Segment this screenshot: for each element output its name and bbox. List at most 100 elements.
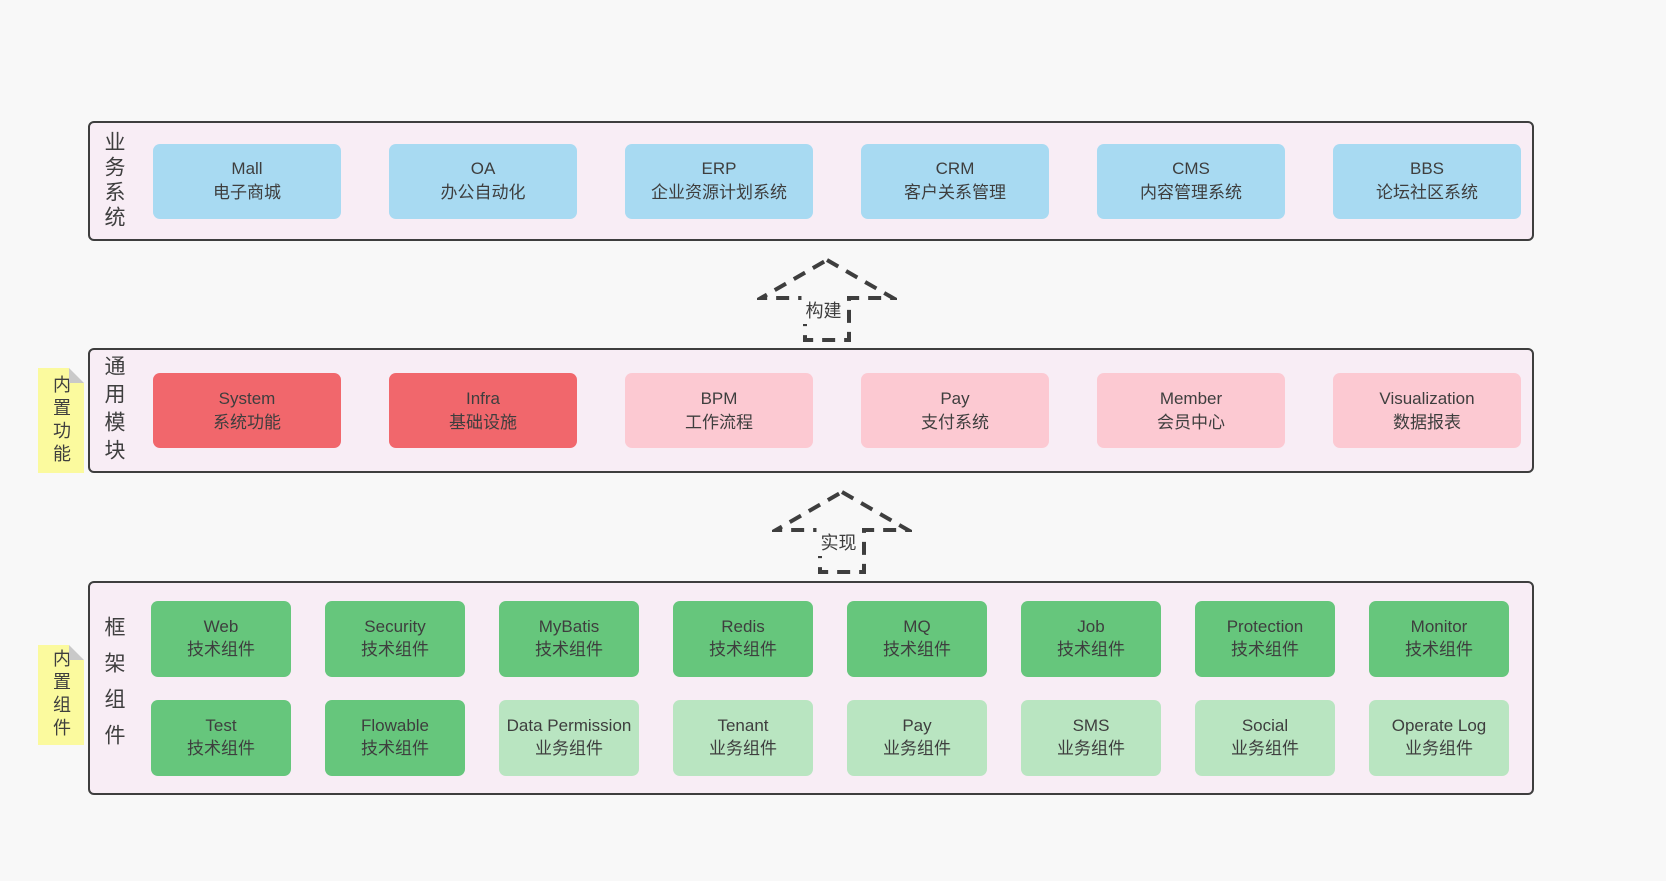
box-subtitle: 技术组件 xyxy=(187,639,255,659)
box-subtitle: 办公自动化 xyxy=(440,183,526,202)
box-title: CMS xyxy=(1172,159,1210,179)
box-title: BPM xyxy=(700,388,738,408)
diagram-box-cms: CMS 内容管理系统 xyxy=(1097,143,1285,219)
box-title: Redis xyxy=(721,617,765,637)
box-title: Infra xyxy=(465,388,501,408)
box-subtitle: 技术组件 xyxy=(1231,639,1299,659)
diagram-box-mq: MQ 技术组件 xyxy=(847,600,987,677)
diagram-box-tenant: Tenant 业务组件 xyxy=(673,699,813,776)
diagram-box-social: Social 业务组件 xyxy=(1195,699,1335,776)
box-title: CRM xyxy=(935,159,975,179)
diagram-box-system: System 系统功能 xyxy=(153,373,341,448)
box-subtitle: 系统功能 xyxy=(213,412,281,432)
box-title: Visualization xyxy=(1379,388,1475,408)
box-subtitle: 内容管理系统 xyxy=(1140,183,1242,202)
box-subtitle: 客户关系管理 xyxy=(904,183,1006,202)
tier-label-framework-components: 框架组件 xyxy=(102,616,125,760)
box-title: Protection xyxy=(1226,617,1304,637)
tier3-rows: Web 技术组件 Security 技术组件 MyBatis 技术组件 Redi… xyxy=(151,600,1514,776)
box-subtitle: 技术组件 xyxy=(709,639,777,659)
box-title: MQ xyxy=(903,617,931,637)
diagram-box-pay-component: Pay 业务组件 xyxy=(847,699,987,776)
box-subtitle: 技术组件 xyxy=(361,738,429,758)
diagram-box-visualization: Visualization 数据报表 xyxy=(1333,373,1521,448)
diagram-box-protection: Protection 技术组件 xyxy=(1195,600,1335,677)
box-title: Social xyxy=(1241,716,1289,736)
box-subtitle: 业务组件 xyxy=(1231,738,1299,758)
diagram-box-test: Test 技术组件 xyxy=(151,699,291,776)
box-title: OA xyxy=(470,159,496,179)
diagram-box-bpm: BPM 工作流程 xyxy=(625,373,813,448)
box-title: BBS xyxy=(1409,159,1445,179)
diagram-box-mybatis: MyBatis 技术组件 xyxy=(499,600,639,677)
tier-framework-components: 框架组件 Web 技术组件 Security 技术组件 MyBatis 技术组件… xyxy=(88,581,1534,795)
note-text: 内置功能 xyxy=(51,374,71,467)
diagram-box-infra: Infra 基础设施 xyxy=(389,373,577,448)
tier2-box-row: System 系统功能 Infra 基础设施 BPM 工作流程 Pay 支付系统… xyxy=(153,373,1521,448)
diagram-box-erp: ERP 企业资源计划系统 xyxy=(625,143,813,219)
box-title: Data Permission xyxy=(506,716,632,736)
diagram-box-pay-system: Pay 支付系统 xyxy=(861,373,1049,448)
box-title: Member xyxy=(1159,388,1223,408)
box-subtitle: 支付系统 xyxy=(921,412,989,432)
diagram-box-crm: CRM 客户关系管理 xyxy=(861,143,1049,219)
tier-common-modules: 通用模块 System 系统功能 Infra 基础设施 BPM 工作流程 Pay… xyxy=(88,348,1534,473)
box-title: Pay xyxy=(940,388,970,408)
box-subtitle: 技术组件 xyxy=(1405,639,1473,659)
diagram-box-operate-log: Operate Log 业务组件 xyxy=(1369,699,1509,776)
tier-label-business-systems: 业务系统 xyxy=(102,131,125,231)
sticky-note-built-in-components: 内置组件 xyxy=(38,645,84,745)
box-title: MyBatis xyxy=(538,617,600,637)
tier-business-systems: 业务系统 Mall 电子商城 OA 办公自动化 ERP 企业资源计划系统 CRM… xyxy=(88,121,1534,241)
box-subtitle: 数据报表 xyxy=(1393,412,1461,432)
diagram-box-web: Web 技术组件 xyxy=(151,600,291,677)
box-title: Web xyxy=(203,617,239,637)
box-title: SMS xyxy=(1072,716,1110,736)
arrow-implement-label: 实现 xyxy=(816,528,861,556)
box-title: Operate Log xyxy=(1391,716,1487,736)
box-title: Job xyxy=(1077,617,1105,637)
diagram-box-data-permission: Data Permission 业务组件 xyxy=(499,699,639,776)
box-title: Security xyxy=(364,617,426,637)
diagram-box-flowable: Flowable 技术组件 xyxy=(325,699,465,776)
diagram-box-security: Security 技术组件 xyxy=(325,600,465,677)
box-subtitle: 技术组件 xyxy=(361,639,429,659)
up-arrow-icon xyxy=(757,257,897,342)
box-title: Test xyxy=(205,716,237,736)
box-title: System xyxy=(218,388,276,408)
diagram-box-sms: SMS 业务组件 xyxy=(1021,699,1161,776)
dashed-arrow-implement: 实现 xyxy=(772,488,912,576)
box-subtitle: 电子商城 xyxy=(213,183,281,202)
diagram-box-redis: Redis 技术组件 xyxy=(673,600,813,677)
tier3-row-1: Web 技术组件 Security 技术组件 MyBatis 技术组件 Redi… xyxy=(151,600,1514,677)
box-subtitle: 会员中心 xyxy=(1157,412,1225,432)
box-subtitle: 企业资源计划系统 xyxy=(651,183,787,202)
box-title: Tenant xyxy=(717,716,769,736)
tier-label-common-modules: 通用模块 xyxy=(102,354,125,467)
tier3-row-2: Test 技术组件 Flowable 技术组件 Data Permission … xyxy=(151,699,1514,776)
diagram-box-mall: Mall 电子商城 xyxy=(153,143,341,219)
box-subtitle: 技术组件 xyxy=(1057,639,1125,659)
diagram-box-member: Member 会员中心 xyxy=(1097,373,1285,448)
box-subtitle: 业务组件 xyxy=(535,738,603,758)
box-subtitle: 论坛社区系统 xyxy=(1376,183,1478,202)
box-subtitle: 业务组件 xyxy=(1057,738,1125,758)
box-subtitle: 业务组件 xyxy=(709,738,777,758)
box-title: ERP xyxy=(701,159,737,179)
tier1-box-row: Mall 电子商城 OA 办公自动化 ERP 企业资源计划系统 CRM 客户关系… xyxy=(153,143,1521,219)
diagram-box-job: Job 技术组件 xyxy=(1021,600,1161,677)
diagram-box-bbs: BBS 论坛社区系统 xyxy=(1333,143,1521,219)
up-arrow-icon xyxy=(772,489,912,574)
sticky-note-built-in-features: 内置功能 xyxy=(38,368,84,473)
box-title: Flowable xyxy=(360,716,430,736)
box-title: Mall xyxy=(231,159,263,179)
box-subtitle: 基础设施 xyxy=(449,412,517,432)
box-title: Pay xyxy=(902,716,932,736)
box-subtitle: 工作流程 xyxy=(685,412,753,432)
dashed-arrow-build: 构建 xyxy=(757,256,897,344)
note-text: 内置组件 xyxy=(51,649,71,741)
box-subtitle: 业务组件 xyxy=(1405,738,1473,758)
arrow-build-label: 构建 xyxy=(801,296,846,324)
diagram-box-oa: OA 办公自动化 xyxy=(389,143,577,219)
box-title: Monitor xyxy=(1410,617,1468,637)
